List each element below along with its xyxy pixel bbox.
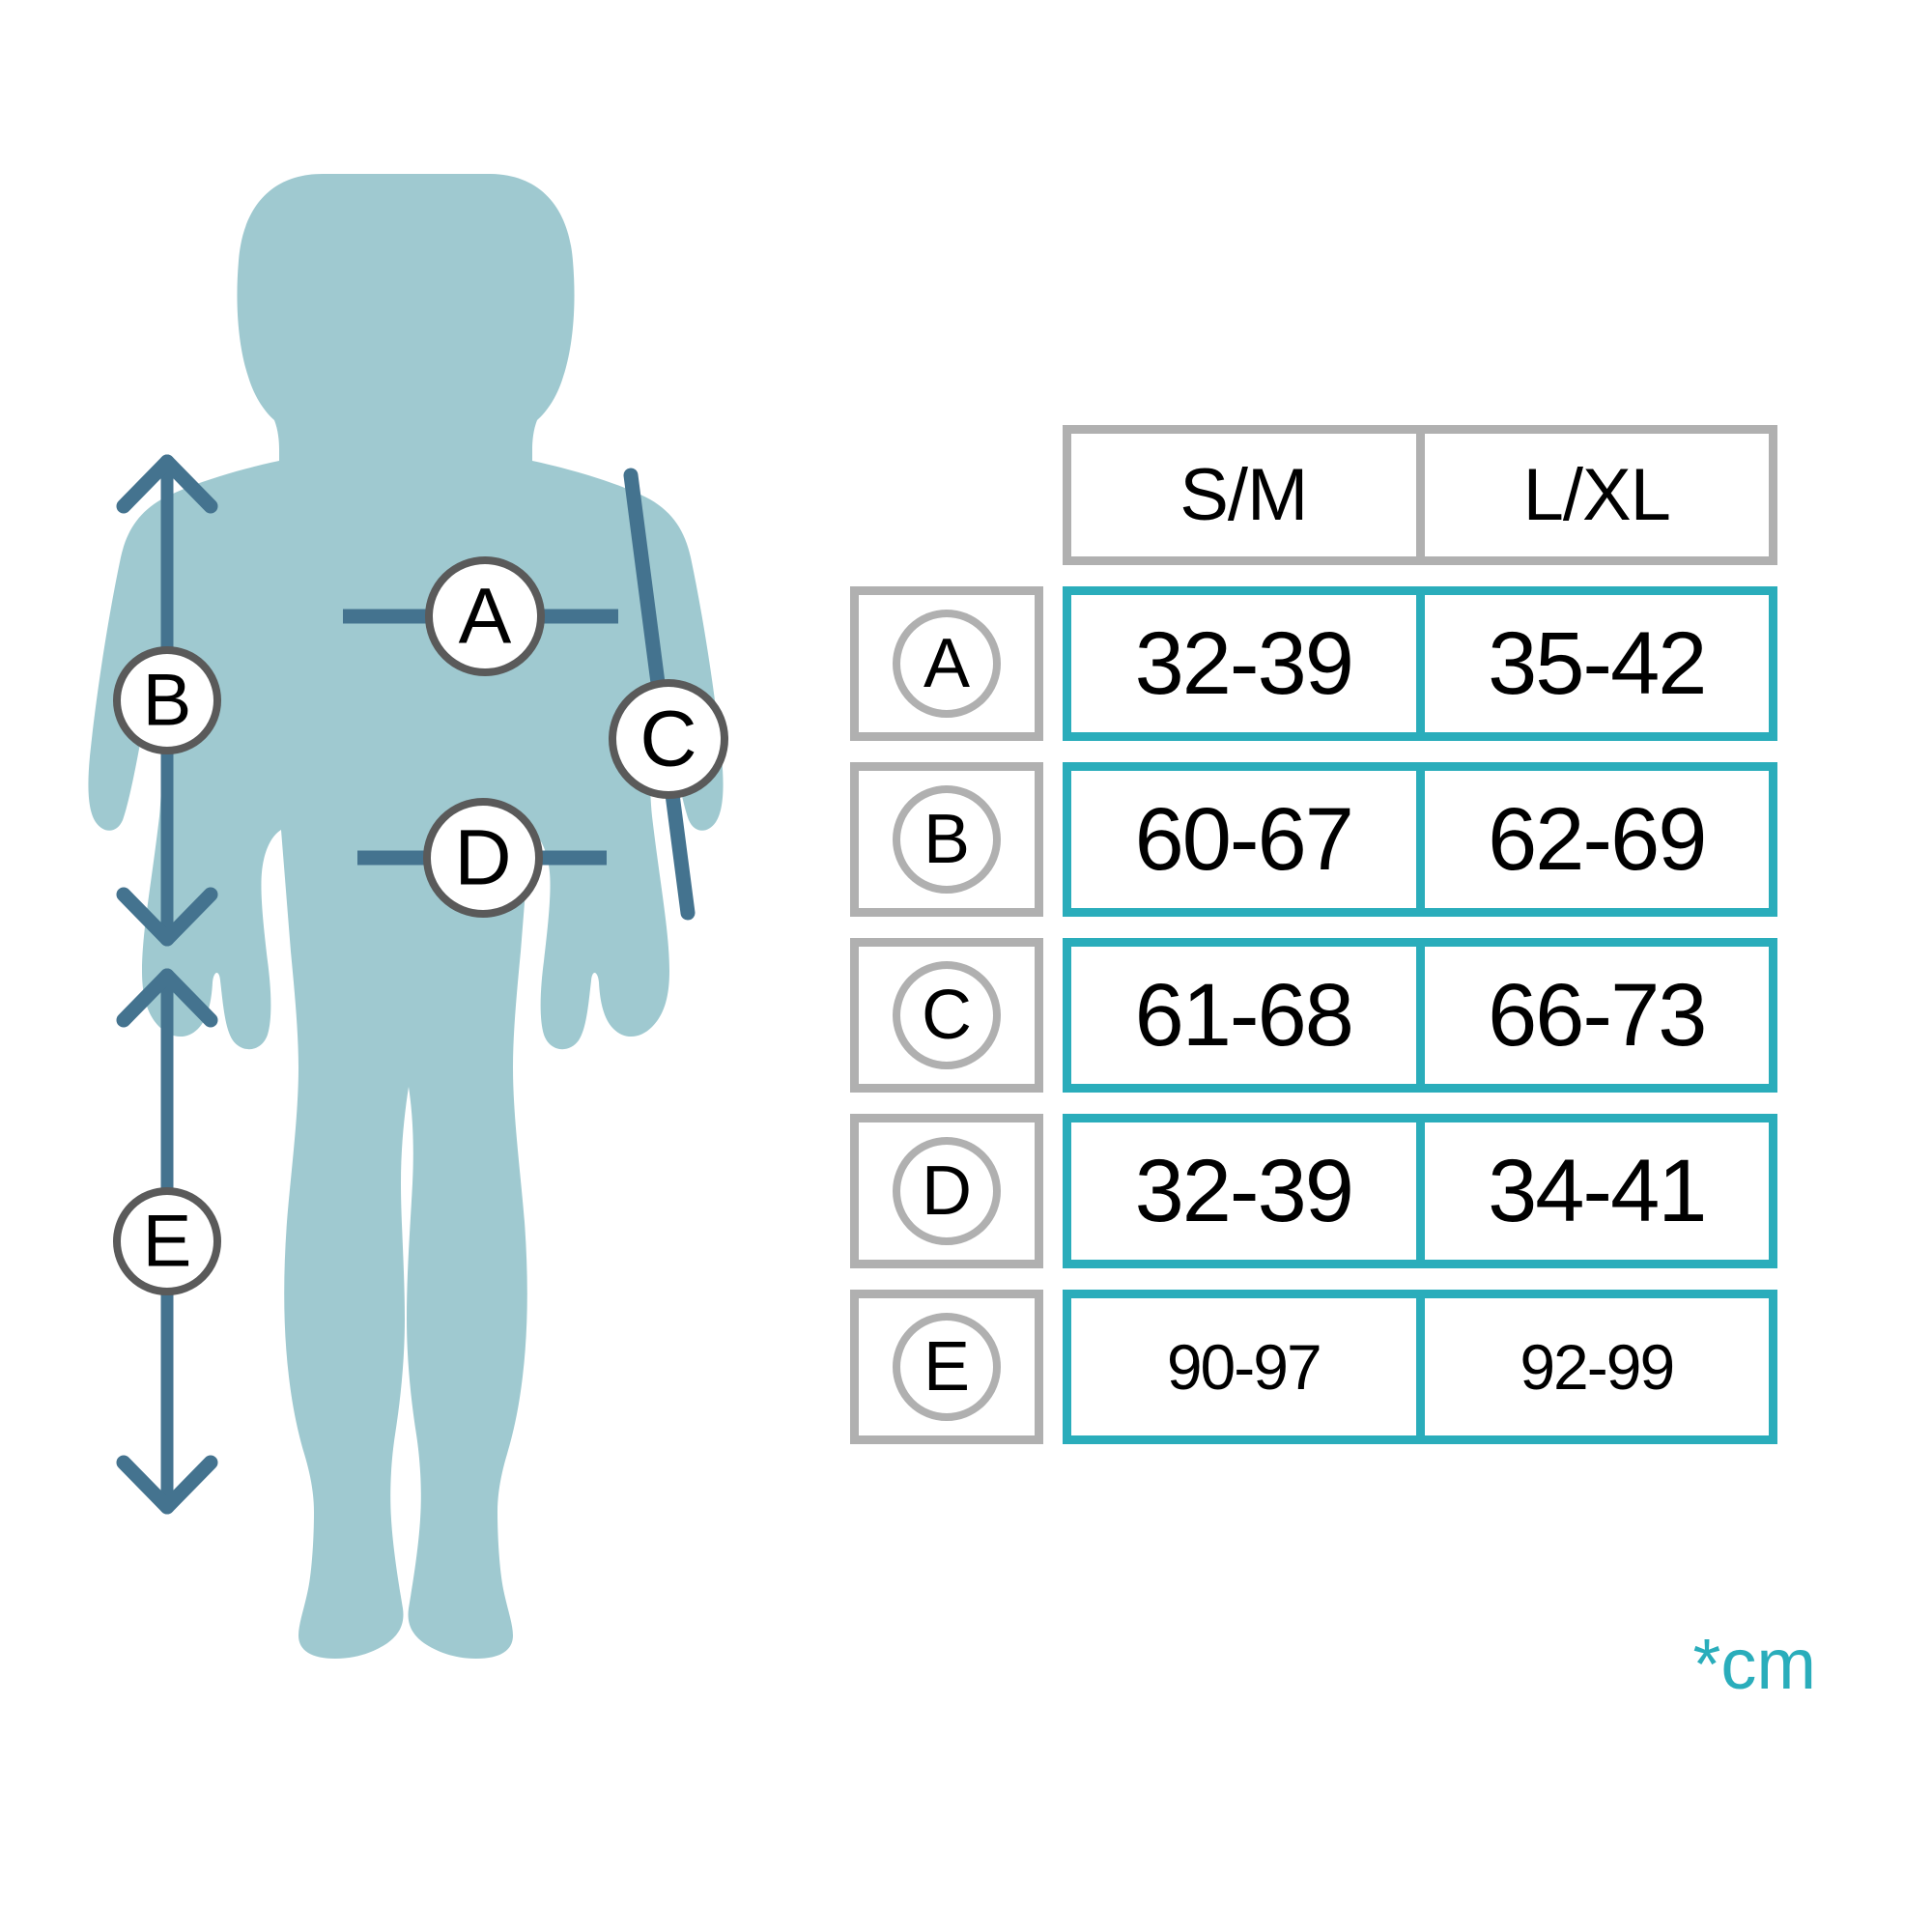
marker-badge-e: E xyxy=(113,1187,221,1295)
row-label-cell-e: E xyxy=(850,1290,1043,1444)
arrowhead-down-icon xyxy=(116,887,175,947)
body-figure-svg: B E A D C xyxy=(88,174,728,1659)
cell-a-sm: 32-39 xyxy=(1134,613,1354,713)
row-values-b: 60-67 62-69 xyxy=(1063,762,1777,917)
row-badge-b: B xyxy=(893,785,1001,894)
marker-label-d: D xyxy=(454,814,511,902)
row-values-c: 61-68 66-73 xyxy=(1063,938,1777,1093)
row-values-a: 32-39 35-42 xyxy=(1063,586,1777,741)
row-label-cell-a: A xyxy=(850,586,1043,741)
table-row: C 61-68 66-73 xyxy=(850,938,1874,1093)
marker-label-b: B xyxy=(143,660,192,742)
row-badge-a: A xyxy=(893,610,1001,718)
unit-note: *cm xyxy=(1692,1624,1816,1704)
row-label-cell-b: B xyxy=(850,762,1043,917)
table-row: D 32-39 34-41 xyxy=(850,1114,1874,1268)
body-figure-panel: B E A D C xyxy=(0,0,850,1932)
arrowhead-up-icon xyxy=(116,968,175,1028)
cell-b-sm: 60-67 xyxy=(1134,789,1354,889)
marker-badge-b: B xyxy=(113,646,221,754)
cell-c-lxl: 66-73 xyxy=(1415,947,1770,1084)
row-badge-d: D xyxy=(893,1137,1001,1245)
column-header-lxl: L/XL xyxy=(1415,434,1770,556)
cell-e-lxl: 92-99 xyxy=(1415,1298,1770,1435)
row-values-e: 90-97 92-99 xyxy=(1063,1290,1777,1444)
row-badge-e: E xyxy=(893,1313,1001,1421)
cell-e-sm: 90-97 xyxy=(1166,1331,1322,1403)
table-header-row: S/M L/XL xyxy=(1063,425,1777,565)
measurement-arrow-b xyxy=(116,454,218,947)
size-table: S/M L/XL A 32-39 35-42 B 60-67 62-69 xyxy=(850,425,1874,1444)
marker-label-e: E xyxy=(143,1201,192,1283)
column-header-sm: S/M xyxy=(1179,454,1308,536)
table-row: A 32-39 35-42 xyxy=(850,586,1874,741)
row-badge-c: C xyxy=(893,961,1001,1069)
marker-badge-d: D xyxy=(423,798,543,918)
row-label-cell-c: C xyxy=(850,938,1043,1093)
arrowhead-up-icon xyxy=(116,454,175,514)
body-silhouette-icon xyxy=(88,174,724,1659)
marker-badge-c: C xyxy=(609,679,728,799)
marker-badge-a: A xyxy=(425,556,545,676)
table-row: B 60-67 62-69 xyxy=(850,762,1874,917)
cell-a-lxl: 35-42 xyxy=(1415,595,1770,732)
row-label-cell-d: D xyxy=(850,1114,1043,1268)
cell-b-lxl: 62-69 xyxy=(1415,771,1770,908)
table-row: E 90-97 92-99 xyxy=(850,1290,1874,1444)
arrowhead-down-icon xyxy=(116,1455,175,1515)
row-values-d: 32-39 34-41 xyxy=(1063,1114,1777,1268)
cell-c-sm: 61-68 xyxy=(1134,965,1354,1065)
marker-label-c: C xyxy=(639,696,696,783)
cell-d-lxl: 34-41 xyxy=(1415,1122,1770,1260)
marker-label-a: A xyxy=(459,573,512,661)
cell-d-sm: 32-39 xyxy=(1134,1141,1354,1240)
